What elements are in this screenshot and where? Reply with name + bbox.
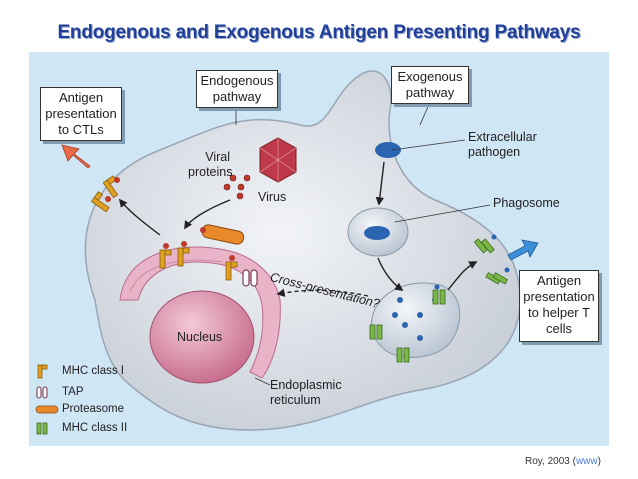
exogenous-pathway-text: Exogenous pathway	[397, 69, 463, 100]
endogenous-pathway-text: Endogenous pathway	[200, 73, 274, 104]
legend-mhc-class-i: MHC class I	[62, 365, 124, 377]
antigen-presentation-helper-text: Antigen presentation to helper T cells	[523, 273, 595, 336]
exogenous-pathway-box: Exogenous pathway	[391, 66, 469, 104]
extracellular-pathogen	[375, 142, 401, 158]
helper-output-arrow	[507, 239, 539, 261]
tap-transporter	[242, 269, 258, 287]
antigen-presentation-ctl-text: Antigen presentation to CTLs	[45, 90, 117, 137]
tap-icon	[36, 386, 48, 399]
extracellular-pathogen-label: Extracellular pathogen	[468, 130, 537, 159]
citation-close: )	[597, 456, 601, 467]
mhc-class-i-icon	[37, 364, 48, 379]
viral-proteins-label: Viral proteins	[188, 150, 233, 179]
antigen-presentation-helper-box: Antigen presentation to helper T cells	[519, 270, 599, 342]
nucleus	[149, 290, 255, 384]
legend-proteasome: Proteasome	[62, 403, 125, 415]
mhc-class-i-er-group	[159, 247, 238, 281]
cross-presentation-arrow	[276, 288, 369, 297]
endogenous-pathway-box: Endogenous pathway	[196, 70, 278, 108]
legend-icons	[35, 364, 59, 435]
legend-mhc-class-ii: MHC class II	[62, 422, 128, 434]
endoplasmic-reticulum-label: Endoplasmic reticulum	[270, 378, 342, 407]
endoplasmic-reticulum	[119, 246, 281, 379]
mhc-class-ii-group	[369, 238, 509, 363]
page-title: Endogenous and Exogenous Antigen Present…	[57, 22, 581, 43]
antigen-presentation-ctl-box: Antigen presentation to CTLs	[40, 87, 122, 141]
ctl-output-arrow	[61, 144, 91, 169]
phagosome-label: Phagosome	[493, 196, 560, 210]
nucleus-label: Nucleus	[177, 330, 223, 344]
virus-particle	[259, 137, 297, 183]
virus-label: Virus	[258, 190, 287, 204]
proteasome-icon	[35, 405, 59, 414]
citation-link[interactable]: www	[575, 456, 598, 467]
legend-tap: TAP	[62, 386, 84, 398]
mhc-class-ii-icon	[36, 422, 48, 435]
citation-text: Roy, 2003 (	[525, 456, 576, 467]
cell-membrane	[84, 70, 521, 431]
proteasome	[200, 224, 245, 245]
citation: Roy, 2003 (www)	[525, 456, 601, 467]
